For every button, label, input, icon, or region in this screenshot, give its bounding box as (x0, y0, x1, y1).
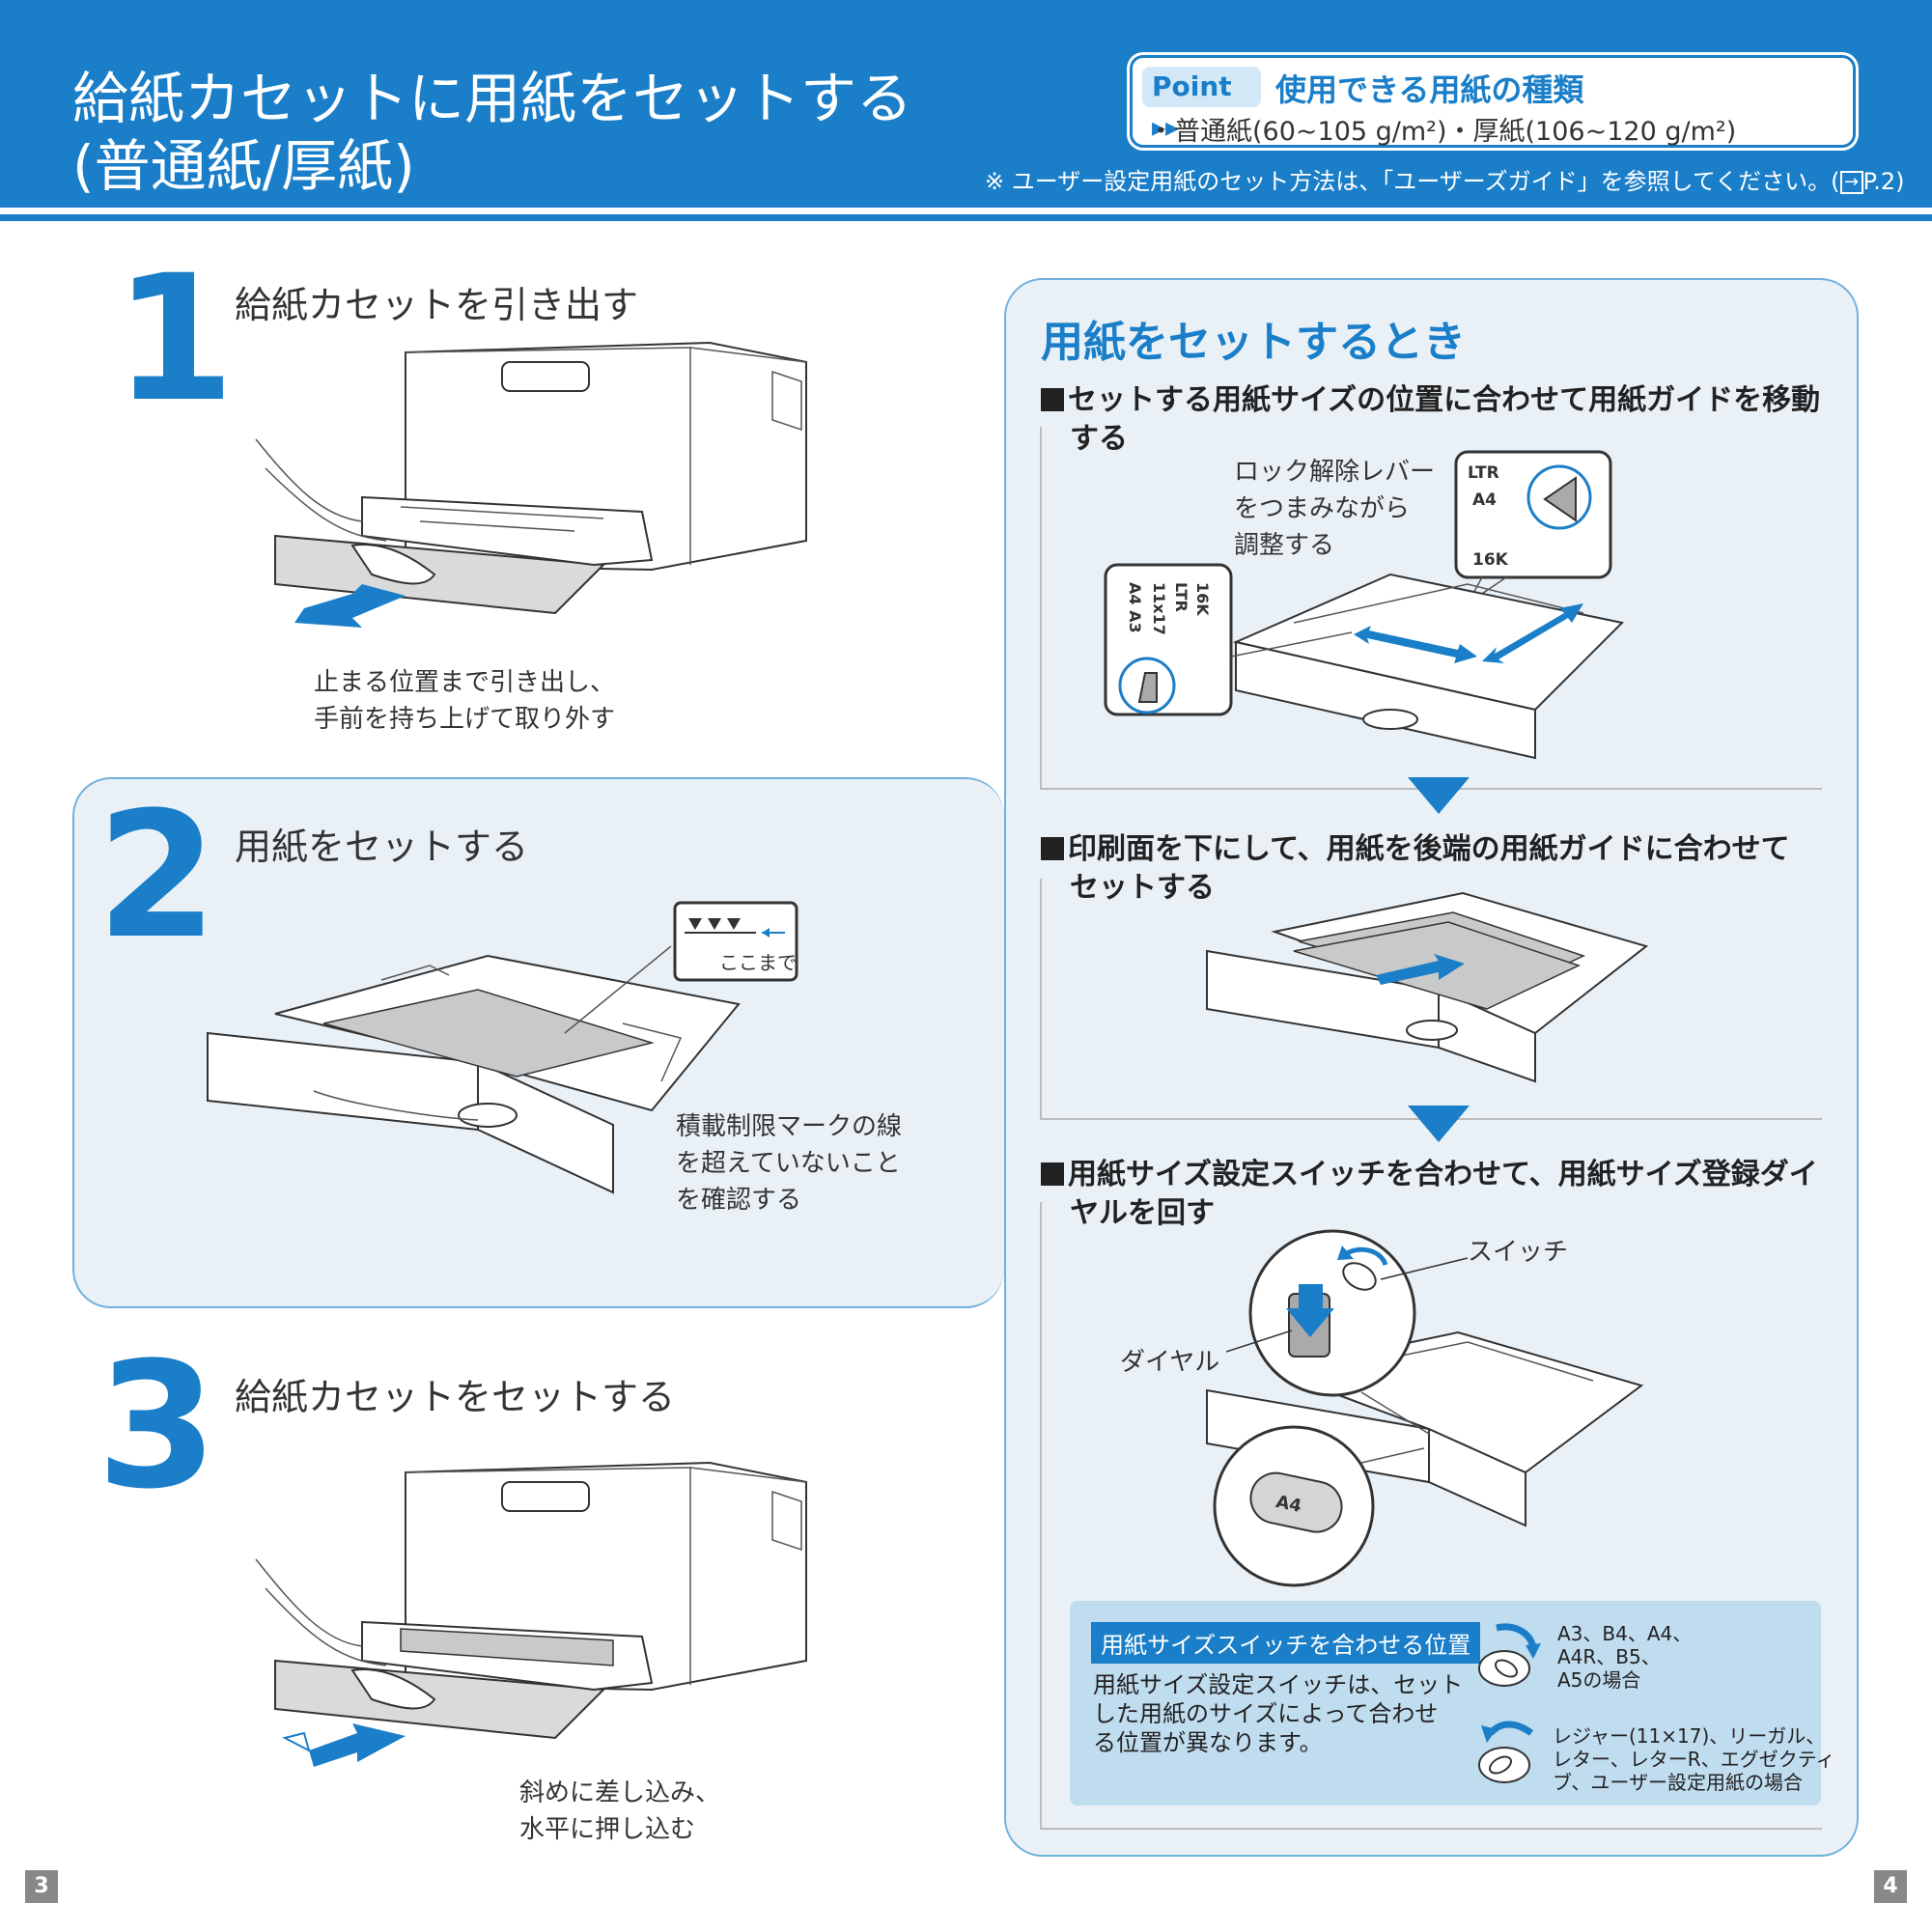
limit-mark-callout (673, 901, 798, 982)
info-text-line2: した用紙のサイズによって合わせ (1093, 1700, 1439, 1727)
user-guide-note: ※ ユーザー設定用紙のセット方法は、「ユーザーズガイド」を参照してください。(→… (985, 162, 1905, 196)
switch-case-b: レジャー(11×17)、リーガル、 レター、レターR、エグゼクティ ブ、ユーザー… (1553, 1724, 1835, 1794)
step1-number: 1 (114, 238, 236, 440)
lever-note-line2: をつまみながら (1234, 494, 1411, 523)
step3-caption-line1: 斜めに差し込み、 (519, 1778, 721, 1807)
switch-position-b-icon (1478, 1721, 1534, 1783)
step2-number: 2 (97, 775, 218, 977)
section3-heading: 用紙サイズ設定スイッチを合わせて、用紙サイズ登録ダイ ヤルを回す (1041, 1156, 1833, 1233)
point-box: Point ▸▸ 使用できる用紙の種類 ・普通紙(60~105 g/m²)・厚紙… (1130, 55, 1856, 148)
section2-line2: セットする (1070, 871, 1215, 905)
square-bullet-icon (1041, 837, 1064, 860)
side-label-16k: 16K (1193, 582, 1212, 616)
note-prefix: ※ ユーザー設定用紙のセット方法は、「ユーザーズガイド」を参照してください。( (985, 168, 1840, 195)
guide-label-a4: A4 (1472, 490, 1497, 510)
case-b-line3: ブ、ユーザー設定用紙の場合 (1553, 1771, 1803, 1794)
square-bullet-icon (1041, 1162, 1064, 1186)
switch-position-info: 用紙サイズスイッチを合わせる位置 用紙サイズ設定スイッチは、セット した用紙のサ… (1070, 1601, 1835, 1806)
guide-illustration: LTR A4 16K A4 A3 11x17 LTR 16K (1104, 450, 1625, 760)
step1-caption-line2: 手前を持ち上げて取り外す (314, 705, 616, 734)
step2-caption-line1: 積載制限マークの線 (676, 1112, 903, 1141)
switch-position-tag: 用紙サイズスイッチを合わせる位置 (1091, 1622, 1481, 1664)
switch-label: スイッチ (1468, 1238, 1569, 1267)
switch-case-a: A3、B4、A4、 A4R、B5、 A5の場合 (1557, 1622, 1692, 1692)
case-b-line1: レジャー(11×17)、リーガル、 (1553, 1724, 1826, 1748)
step2-illustration (207, 945, 741, 1194)
info-text-line3: る位置が異なります。 (1093, 1729, 1323, 1756)
step3-title: 給紙カセットをセットする (235, 1376, 676, 1418)
down-arrow-icon (1408, 1106, 1470, 1142)
square-bullet-icon (1041, 388, 1064, 411)
paper-load-illustration (1206, 891, 1649, 1083)
side-label-a4a3: A4 A3 (1126, 582, 1144, 633)
lever-note-line3: 調整する (1234, 531, 1335, 560)
page-title-line2: (普通紙/厚紙) (72, 133, 415, 199)
lever-note: ロック解除レバー をつまみながら 調整する (1234, 454, 1435, 564)
section3-line1: 用紙サイズ設定スイッチを合わせて、用紙サイズ登録ダイ (1068, 1158, 1818, 1191)
section3-line2: ヤルを回す (1070, 1196, 1215, 1230)
section3-rule (1040, 1828, 1822, 1830)
step2-caption-line3: を確認する (676, 1186, 802, 1215)
section1-heading: セットする用紙サイズの位置に合わせて用紙ガイドを移動 する (1041, 381, 1833, 459)
point-heading: 使用できる用紙の種類 (1275, 71, 1584, 108)
right-panel (1004, 278, 1859, 1857)
paper-types: ・普通紙(60~105 g/m²)・厚紙(106~120 g/m²) (1148, 117, 1737, 147)
limit-mark-label: ここまで (719, 951, 797, 974)
section3-rule-vertical (1040, 1202, 1042, 1830)
step1-caption: 止まる位置まで引き出し、 手前を持ち上げて取り外す (314, 664, 615, 738)
step2-title: 用紙をセットする (235, 826, 529, 868)
side-label-ltr: LTR (1172, 582, 1190, 612)
step1-title: 給紙カセットを引き出す (235, 284, 639, 326)
section1-line1: セットする用紙サイズの位置に合わせて用紙ガイドを移動 (1068, 383, 1821, 417)
case-a-line1: A3、B4、A4、 (1557, 1622, 1693, 1645)
info-text-line1: 用紙サイズ設定スイッチは、セット (1093, 1671, 1464, 1698)
guide-label-16k: 16K (1472, 550, 1509, 570)
step3-number: 3 (97, 1326, 218, 1527)
header-underline (0, 214, 1932, 221)
section2-rule-vertical (1040, 879, 1042, 1120)
switch-position-text: 用紙サイズ設定スイッチは、セット した用紙のサイズによって合わせ る位置が異なり… (1093, 1670, 1463, 1757)
page-title-line1: 給紙カセットに用紙をセットする (72, 66, 913, 131)
page-ref-icon: → (1839, 171, 1863, 194)
section1-rule-vertical (1040, 427, 1042, 789)
dial-label: ダイヤル (1120, 1348, 1220, 1377)
case-a-line2: A4R、B5、 (1557, 1645, 1661, 1668)
point-badge: Point ▸▸ (1142, 67, 1261, 143)
case-a-line3: A5の場合 (1557, 1668, 1641, 1692)
step2-caption-line2: を超えていないこと (676, 1149, 901, 1178)
step2-caption: 積載制限マークの線 を超えていないこと を確認する (676, 1108, 902, 1218)
lever-note-line1: ロック解除レバー (1234, 458, 1436, 487)
down-arrow-icon (1408, 777, 1470, 814)
step3-caption: 斜めに差し込み、 水平に押し込む (519, 1775, 720, 1848)
right-panel-heading: 用紙をセットするとき (1041, 318, 1466, 367)
switch-dial-illustration: A4 (1206, 1229, 1644, 1587)
section2-heading: 印刷面を下にして、用紙を後端の用紙ガイドに合わせて セットする (1041, 830, 1833, 908)
section1-line2: する (1070, 422, 1128, 456)
section2-line1: 印刷面を下にして、用紙を後端の用紙ガイドに合わせて (1068, 832, 1790, 866)
step3-illustration (255, 1461, 807, 1767)
step3-caption-line2: 水平に押し込む (519, 1815, 696, 1844)
note-suffix: P.2) (1862, 168, 1905, 195)
case-b-line2: レター、レターR、エグゼクティ (1553, 1748, 1835, 1771)
step1-illustration (255, 341, 807, 628)
header-bar: 給紙カセットに用紙をセットする (普通紙/厚紙) Point ▸▸ 使用できる用… (0, 0, 1932, 208)
switch-position-a-icon (1478, 1623, 1541, 1687)
page-number-right: 4 (1874, 1870, 1907, 1903)
page-number-left: 3 (25, 1870, 58, 1903)
side-label-11x17: 11x17 (1150, 582, 1168, 635)
step1-caption-line1: 止まる位置まで引き出し、 (314, 668, 616, 697)
guide-label-ltr: LTR (1468, 463, 1499, 483)
